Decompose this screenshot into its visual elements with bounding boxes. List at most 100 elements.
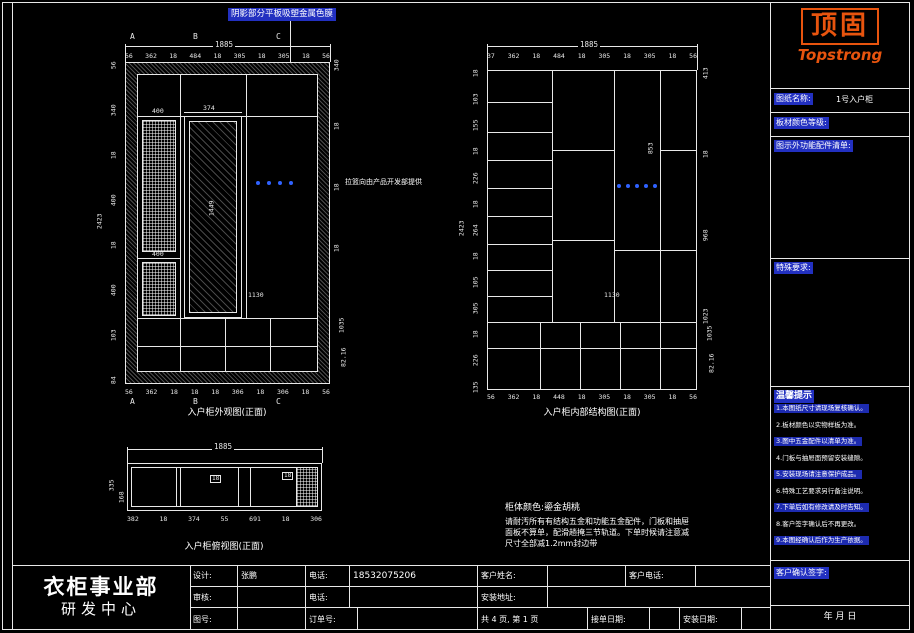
- rp-line-6: [770, 560, 910, 561]
- dim-label: 18: [701, 150, 710, 159]
- dim-label: 362: [145, 388, 158, 396]
- cabinet-color-note: 柜体颜色:鎏金胡桃: [505, 503, 581, 513]
- dim-label: 103: [109, 329, 118, 342]
- d1-ext-left: [125, 44, 126, 62]
- d2-grid-v3: [620, 322, 621, 389]
- left-margin-line: [12, 2, 13, 630]
- dim-label: 18: [668, 393, 677, 401]
- address-value: [548, 587, 770, 608]
- d1-dim-1130: 1130: [248, 291, 264, 299]
- d1-caption: 入户柜外观图(正面): [187, 408, 267, 418]
- d1-marker-a-bottom: A: [130, 397, 135, 406]
- dim-label: 18: [471, 330, 480, 339]
- dim-label: 305: [643, 52, 656, 60]
- dim-label: 18: [169, 52, 178, 60]
- dim-label: 56: [322, 388, 330, 396]
- d1-marker-b-bottom: B: [193, 397, 198, 406]
- d2-shelf: [488, 244, 552, 245]
- d2-ext-right: [697, 44, 698, 70]
- d3-caption: 入户柜俯视图(正面): [184, 542, 264, 552]
- d2-dim-853: 853: [646, 142, 655, 155]
- d3-boxed-18b: 18: [282, 472, 294, 480]
- dim-label: 18: [332, 122, 341, 131]
- d3-total-width: 1885: [212, 442, 235, 451]
- design-label: 设计:: [190, 565, 238, 587]
- dim-label: 362: [507, 393, 520, 401]
- dim-label: 305: [471, 302, 480, 315]
- dim-label: 484: [189, 52, 202, 60]
- d2-bottom-grid-mid: [488, 348, 696, 349]
- rp-line-5: [770, 386, 910, 387]
- d2-grid-v1: [540, 322, 541, 389]
- dim-label: 362: [145, 52, 157, 60]
- d2-cabinet-outline: [487, 70, 697, 390]
- d3-outline: [127, 463, 322, 511]
- dim-label: 1023: [701, 308, 710, 325]
- d1-right-partition: [246, 74, 247, 318]
- dim-label: 56: [125, 388, 133, 396]
- dim-label: 18: [109, 151, 118, 160]
- phone-label: 电话:: [306, 565, 350, 587]
- d1-marker-b-top: B: [193, 32, 198, 41]
- dim-label: 305: [643, 393, 656, 401]
- d1-left-shelf-line: [137, 258, 181, 259]
- dim-label: 56: [322, 52, 330, 60]
- d2-shelf: [661, 150, 697, 151]
- warm-tip-item: 7.下单后如有修改请及时告知。: [774, 503, 869, 512]
- dim-label: 305: [598, 52, 611, 60]
- d2-total-height: 2423: [457, 220, 466, 237]
- d1-dim-400a: 400: [152, 107, 164, 115]
- warm-tips-title: 温馨提示: [774, 390, 815, 403]
- d2-grid-v4: [660, 322, 661, 389]
- d2-right-rot-1035: 1035: [705, 325, 714, 342]
- d2-shelf: [615, 250, 660, 251]
- dim-label: 382: [127, 515, 139, 523]
- dim-label: 18: [532, 393, 541, 401]
- d1-mesh-basket-upper: [142, 120, 176, 252]
- hook-icon: [644, 184, 648, 188]
- review-label: 审核:: [190, 587, 238, 608]
- dim-label: 306: [310, 515, 322, 523]
- spec-note-line2: 面板不算单，配滑趟掩三节轨道。下单时候请注意减: [505, 528, 689, 537]
- d2-shelf: [488, 102, 552, 103]
- d1-dim-400b: 400: [152, 250, 164, 258]
- pages-value: 共 4 页, 第 1 页: [478, 608, 588, 630]
- rp-line-2: [770, 112, 910, 113]
- d1-door-panel: [184, 116, 242, 318]
- warm-tip-item: 5.安装现场请注意保护成品。: [774, 470, 863, 479]
- d1-dim-1449: 1449: [207, 200, 216, 217]
- hook-icon: [635, 184, 639, 188]
- warm-tip-item: 6.特殊工艺要求另行备注说明。: [776, 486, 867, 495]
- hook-icon: [289, 181, 293, 185]
- fittings-list-label: 图示外功能配件清单:: [774, 140, 853, 152]
- customer-sign-label: 客户确认签字:: [774, 567, 829, 579]
- d1-total-width: 1885: [213, 40, 236, 49]
- department-sub: 研发中心: [60, 600, 141, 619]
- rp-line-7: [770, 605, 910, 606]
- hook-icon: [256, 181, 260, 185]
- customer-name-label: 客户姓名:: [478, 565, 548, 587]
- d3-boxed-18a: 18: [210, 475, 222, 483]
- d3-mesh-block: [296, 467, 318, 507]
- dim-label: 18: [471, 147, 480, 156]
- dim-label: 18: [257, 52, 266, 60]
- dim-label: 305: [277, 52, 290, 60]
- dim-label: 968: [701, 229, 710, 242]
- d2-total-width: 1885: [578, 40, 601, 49]
- d2-partition-2: [614, 70, 615, 322]
- dim-label: 18: [471, 69, 480, 78]
- titleblock-top-line: [12, 565, 770, 566]
- customer-name-value: [548, 565, 626, 587]
- d2-shelf: [488, 296, 552, 297]
- d1-grid-v3: [270, 318, 271, 372]
- special-request-label: 特殊要求:: [774, 262, 813, 274]
- dim-label: 18: [471, 199, 480, 208]
- d1-door-panel-face: [189, 121, 237, 313]
- dim-label: 56: [689, 52, 697, 60]
- dim-label: 226: [471, 354, 480, 367]
- titleblock-row-3: 图号: 订单号: 共 4 页, 第 1 页 接单日期: 安装日期:: [190, 608, 770, 630]
